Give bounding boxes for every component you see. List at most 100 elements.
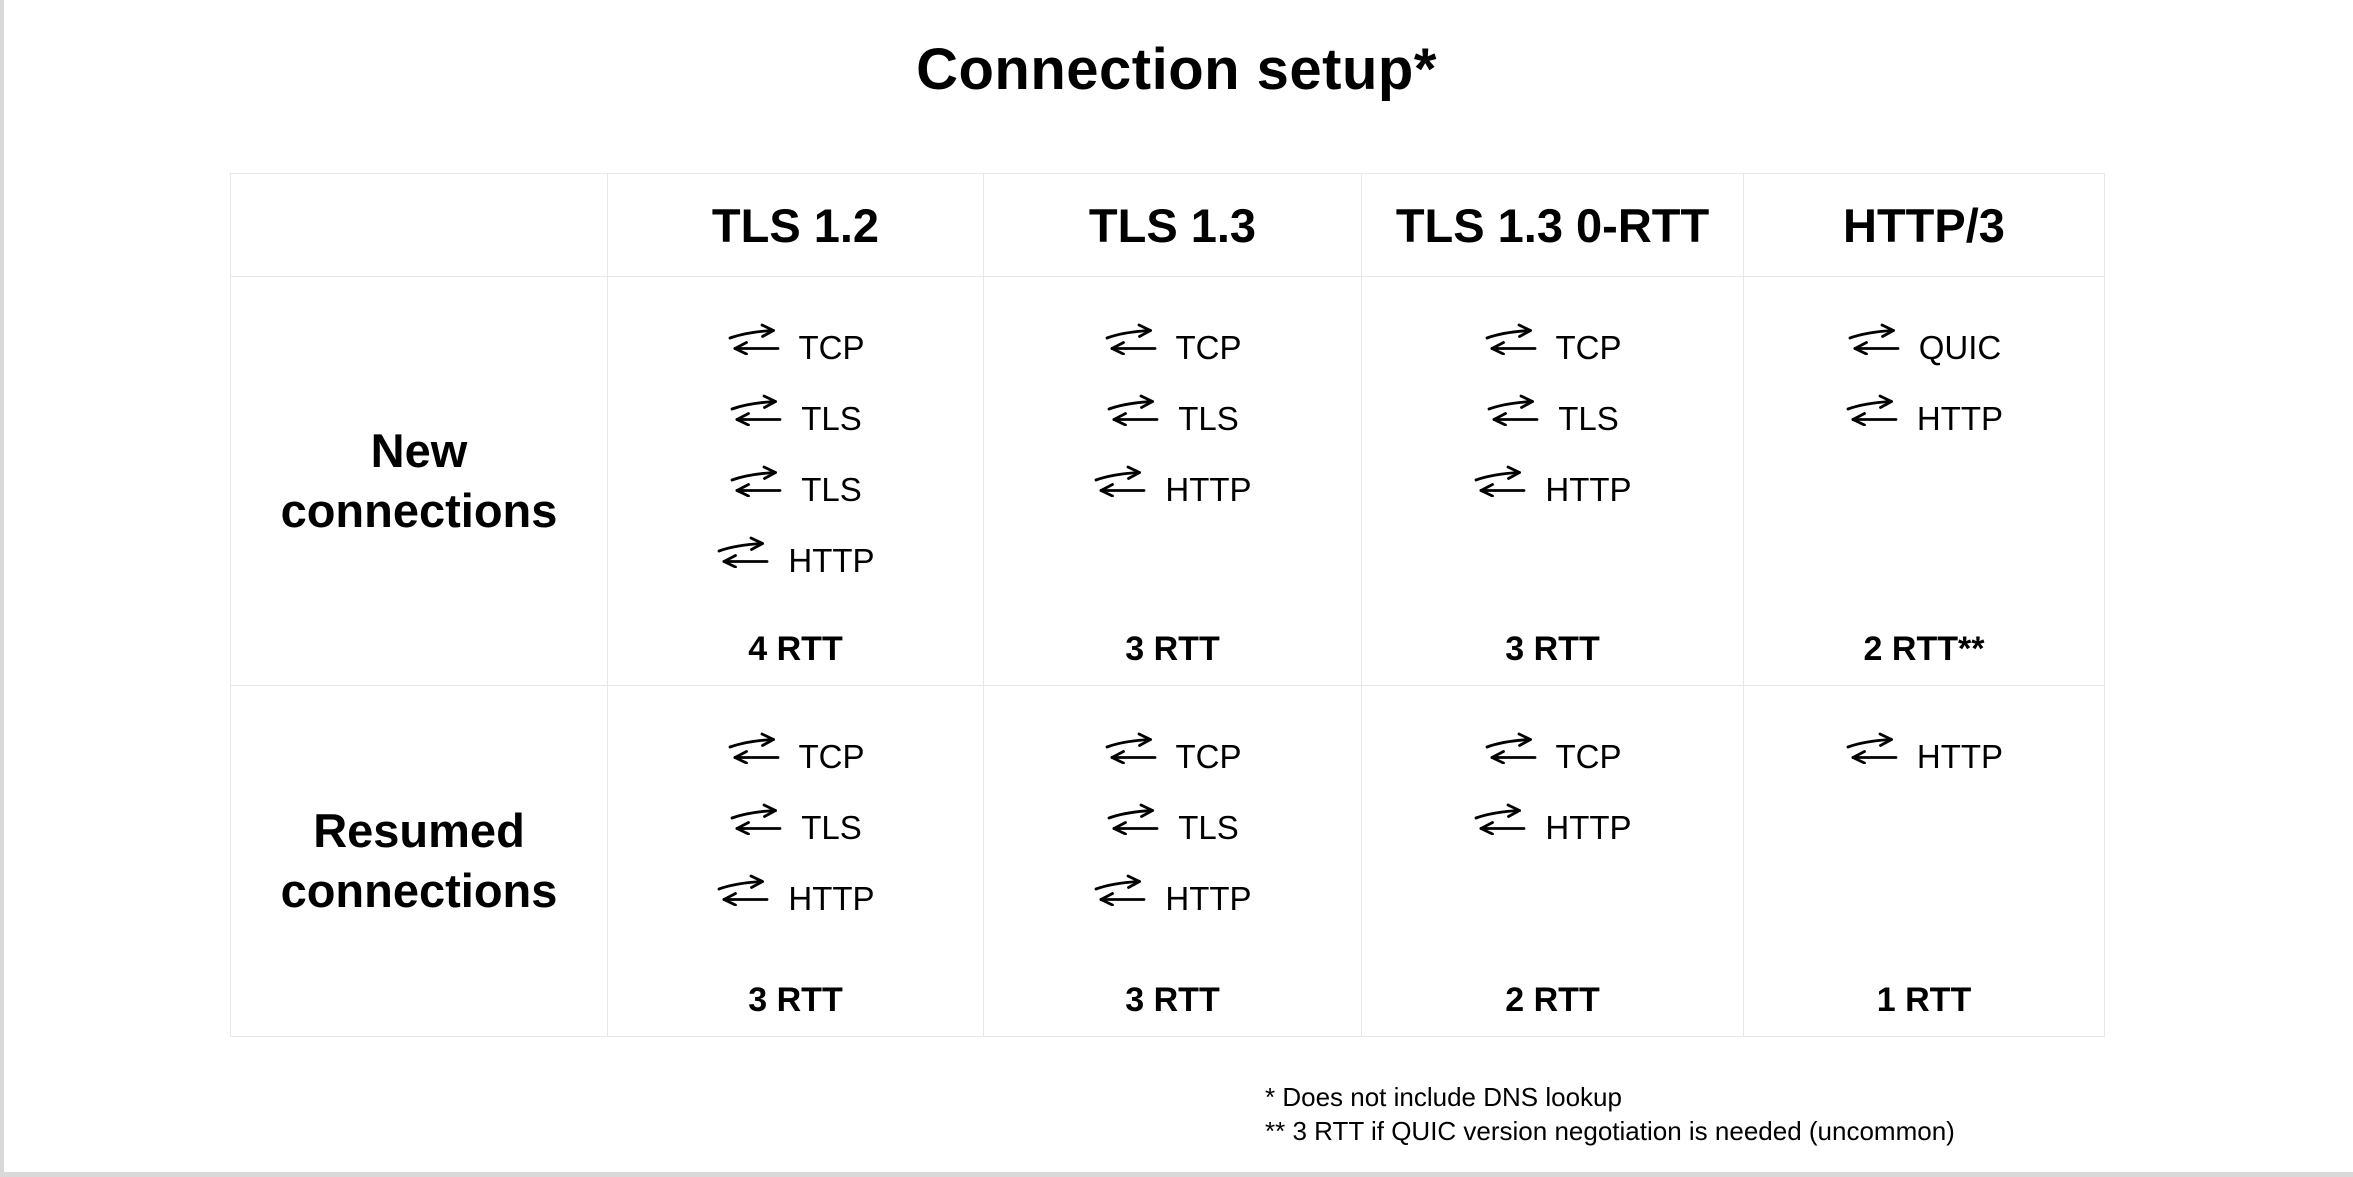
- rtt-total: 3 RTT: [1125, 630, 1220, 668]
- cell-resumed-tls13-0rtt: TCP HTTP 2 RTT: [1362, 686, 1744, 1037]
- round-trip-arrows-icon: [1095, 874, 1146, 906]
- cell-new-tls13-0rtt: TCP TLS HTTP 3 RTT: [1362, 277, 1744, 686]
- handshake-step: TCP: [1104, 728, 1242, 775]
- rtt-total: 4 RTT: [748, 630, 843, 668]
- handshake-step: TCP: [1484, 728, 1622, 775]
- handshake-steps: TCP TLS HTTP: [984, 686, 1361, 917]
- column-header-tls13-0rtt: TLS 1.3 0-RTT: [1362, 174, 1744, 277]
- round-trip-arrows-icon: [730, 394, 782, 426]
- handshake-step: HTTP: [1473, 799, 1632, 846]
- protocol-label: TLS: [801, 809, 862, 846]
- canvas-bottom-edge: [0, 1172, 2353, 1177]
- handshake-step: HTTP: [716, 870, 875, 917]
- handshake-steps: HTTP: [1744, 686, 2104, 775]
- protocol-label: QUIC: [1918, 329, 2002, 366]
- round-trip-arrows-icon: [728, 323, 779, 355]
- protocol-label: TLS: [1178, 400, 1239, 437]
- handshake-step: HTTP: [1845, 728, 2003, 775]
- round-trip-arrows-icon: [1485, 323, 1536, 355]
- protocol-label: HTTP: [1545, 471, 1632, 508]
- round-trip-arrows-icon: [1095, 465, 1146, 497]
- handshake-step: HTTP: [1473, 461, 1632, 508]
- round-trip-arrows-icon: [1487, 394, 1539, 426]
- round-trip-arrows-icon: [1846, 732, 1898, 764]
- round-trip-arrows-icon: [730, 803, 782, 835]
- protocol-label: TLS: [801, 400, 862, 437]
- protocol-label: HTTP: [788, 880, 875, 917]
- row-header-new-connections: New connections: [231, 277, 608, 686]
- protocol-label: TLS: [1178, 809, 1239, 846]
- protocol-label: TCP: [798, 329, 865, 366]
- handshake-steps: TCP TLS HTTP: [984, 277, 1361, 508]
- rtt-total: 2 RTT: [1505, 981, 1600, 1019]
- protocol-label: TCP: [1175, 738, 1242, 775]
- table-corner-cell: [231, 174, 608, 277]
- handshake-steps: TCP TLS HTTP: [608, 686, 983, 917]
- page-title: Connection setup*: [916, 37, 1437, 102]
- handshake-step: TLS: [1106, 799, 1239, 846]
- protocol-label: HTTP: [1545, 809, 1632, 846]
- handshake-step: TLS: [729, 461, 862, 508]
- column-header-tls13: TLS 1.3: [984, 174, 1362, 277]
- round-trip-arrows-icon: [1105, 732, 1156, 764]
- rtt-total: 3 RTT: [748, 981, 843, 1019]
- protocol-label: HTTP: [1916, 400, 2004, 437]
- handshake-steps: TCP HTTP: [1362, 686, 1743, 846]
- round-trip-arrows-icon: [1846, 394, 1898, 426]
- round-trip-arrows-icon: [1105, 323, 1156, 355]
- footnote-dns: * Does not include DNS lookup: [1265, 1082, 1622, 1112]
- handshake-steps: TCP TLS TLS HTTP: [608, 277, 983, 579]
- handshake-steps: TCP TLS HTTP: [1362, 277, 1743, 508]
- protocol-label: TCP: [1555, 738, 1622, 775]
- round-trip-arrows-icon: [1107, 394, 1159, 426]
- column-header-tls12: TLS 1.2: [608, 174, 984, 277]
- handshake-step: TLS: [1486, 390, 1619, 437]
- cell-resumed-http3: HTTP 1 RTT: [1744, 686, 2105, 1037]
- cell-new-tls13: TCP TLS HTTP 3 RTT: [984, 277, 1362, 686]
- round-trip-arrows-icon: [1107, 803, 1159, 835]
- round-trip-arrows-icon: [718, 536, 769, 568]
- round-trip-arrows-icon: [1475, 465, 1526, 497]
- handshake-step: HTTP: [1093, 461, 1252, 508]
- canvas-left-edge: [0, 0, 4, 1177]
- row-header-resumed-connections: Resumed connections: [231, 686, 608, 1037]
- handshake-step: TLS: [1106, 390, 1239, 437]
- handshake-step: TCP: [727, 319, 865, 366]
- handshake-step: TCP: [1104, 319, 1242, 366]
- connection-setup-table: TLS 1.2 TLS 1.3 TLS 1.3 0-RTT HTTP/3 New…: [230, 173, 2105, 1037]
- row-header-label: Resumed connections: [280, 803, 558, 917]
- footnotes: * Does not include DNS lookup ** 3 RTT i…: [1265, 1080, 1955, 1148]
- handshake-step: TCP: [1484, 319, 1622, 366]
- protocol-label: HTTP: [1165, 471, 1252, 508]
- cell-resumed-tls12: TCP TLS HTTP 3 RTT: [608, 686, 984, 1037]
- round-trip-arrows-icon: [1848, 323, 1900, 355]
- row-header-label: New connections: [280, 423, 558, 537]
- protocol-label: TLS: [1558, 400, 1619, 437]
- cell-new-tls12: TCP TLS TLS HTTP 4 RTT: [608, 277, 984, 686]
- protocol-label: TCP: [1175, 329, 1242, 366]
- round-trip-arrows-icon: [730, 465, 782, 497]
- handshake-step: TLS: [729, 799, 862, 846]
- protocol-label: HTTP: [788, 542, 875, 579]
- rtt-total: 3 RTT: [1505, 630, 1600, 668]
- round-trip-arrows-icon: [728, 732, 779, 764]
- protocol-label: HTTP: [1916, 738, 2004, 775]
- round-trip-arrows-icon: [1485, 732, 1536, 764]
- handshake-step: QUIC: [1847, 319, 2001, 366]
- rtt-total: 2 RTT**: [1863, 630, 1985, 668]
- cell-resumed-tls13: TCP TLS HTTP 3 RTT: [984, 686, 1362, 1037]
- protocol-label: TCP: [798, 738, 865, 775]
- protocol-label: HTTP: [1165, 880, 1252, 917]
- handshake-step: HTTP: [1093, 870, 1252, 917]
- footnote-quic-negotiation: ** 3 RTT if QUIC version negotiation is …: [1265, 1116, 1955, 1146]
- handshake-steps: QUIC HTTP: [1744, 277, 2104, 437]
- rtt-total: 3 RTT: [1125, 981, 1220, 1019]
- cell-new-http3: QUIC HTTP 2 RTT**: [1744, 277, 2105, 686]
- handshake-step: TCP: [727, 728, 865, 775]
- rtt-total: 1 RTT: [1876, 981, 1972, 1019]
- handshake-step: TLS: [729, 390, 862, 437]
- protocol-label: TCP: [1555, 329, 1622, 366]
- round-trip-arrows-icon: [718, 874, 769, 906]
- handshake-step: HTTP: [716, 532, 875, 579]
- handshake-step: HTTP: [1845, 390, 2003, 437]
